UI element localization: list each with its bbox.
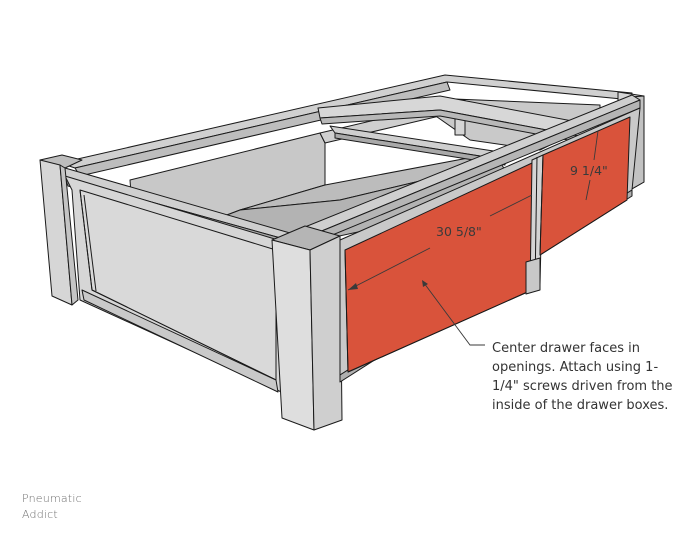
dimension-width-label: 30 5/8" xyxy=(436,224,482,239)
left-front-post xyxy=(39,154,83,306)
dimension-height-label: 9 1/4" xyxy=(570,163,608,178)
dimension-width xyxy=(347,194,533,291)
dimension-height xyxy=(585,130,599,201)
front-corner-post xyxy=(271,225,343,431)
center-foot xyxy=(525,257,541,295)
watermark-line-2: Addict xyxy=(22,508,58,521)
watermark: Pneumatic Addict xyxy=(22,491,82,523)
callout-leader xyxy=(422,280,485,346)
instruction-callout: Center drawer faces in openings. Attach … xyxy=(492,341,673,413)
drawer-face-right[interactable] xyxy=(539,116,631,256)
left-end-panel xyxy=(64,175,289,396)
watermark-line-1: Pneumatic xyxy=(22,492,82,505)
